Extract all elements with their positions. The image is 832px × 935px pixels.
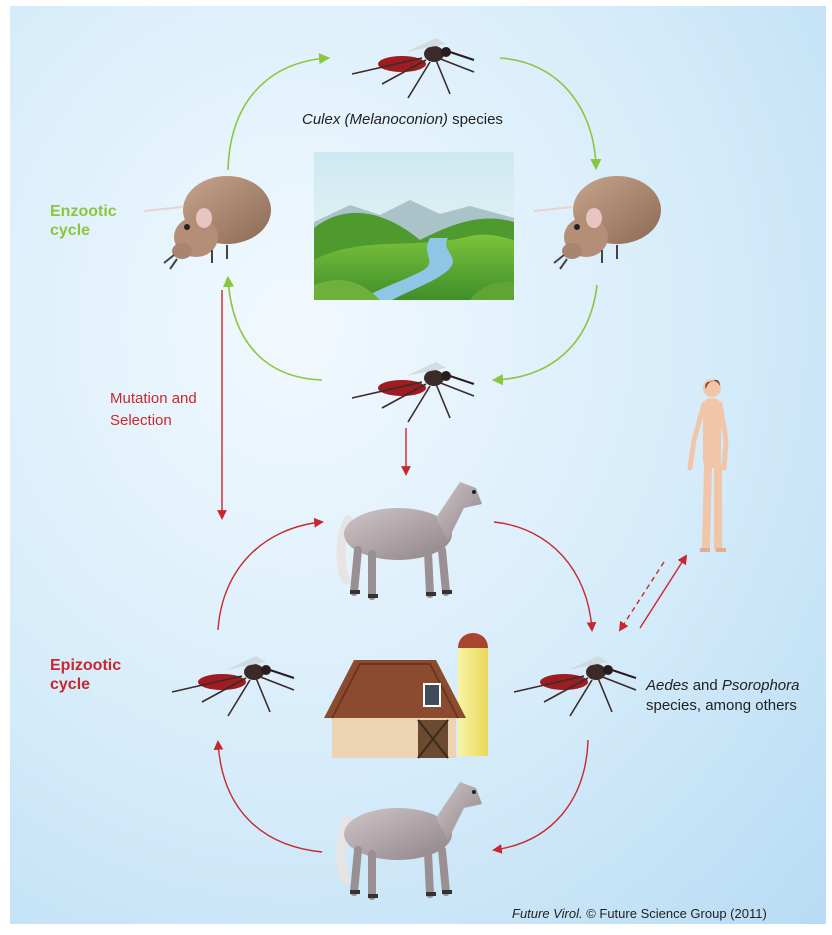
aedes-label-line1: Aedes and Psorophora — [646, 676, 799, 696]
psorophora-genus: Psorophora — [722, 677, 800, 694]
aedes-label-line2: species, among others — [646, 696, 799, 716]
credit-rest: © Future Science Group (2011) — [583, 906, 767, 921]
mutation-label-line1: Mutation and — [110, 388, 197, 410]
culex-species-suffix: species — [448, 111, 503, 128]
aedes-psorophora-label: Aedes and Psorophora species, among othe… — [646, 676, 799, 716]
epizootic-label-line2: cycle — [50, 675, 121, 694]
enzootic-cycle-label: Enzootic cycle — [50, 202, 117, 240]
enzootic-label-line2: cycle — [50, 221, 117, 240]
aedes-genus: Aedes — [646, 677, 689, 694]
epizootic-cycle-label: Epizootic cycle — [50, 656, 121, 694]
epizootic-label-line1: Epizootic — [50, 656, 121, 675]
credit-journal: Future Virol. — [512, 906, 583, 921]
diagram-panel — [10, 6, 826, 924]
culex-species-label: Culex (Melanoconion) species — [302, 110, 503, 130]
culex-species-name: Culex (Melanoconion) — [302, 111, 448, 128]
figure-credit: Future Virol. © Future Science Group (20… — [512, 906, 767, 921]
mutation-label-line2: Selection — [110, 410, 197, 432]
enzootic-label-line1: Enzootic — [50, 202, 117, 221]
aedes-conjunction: and — [689, 677, 722, 694]
landscape-image — [314, 152, 514, 300]
mutation-selection-label: Mutation and Selection — [110, 388, 197, 432]
